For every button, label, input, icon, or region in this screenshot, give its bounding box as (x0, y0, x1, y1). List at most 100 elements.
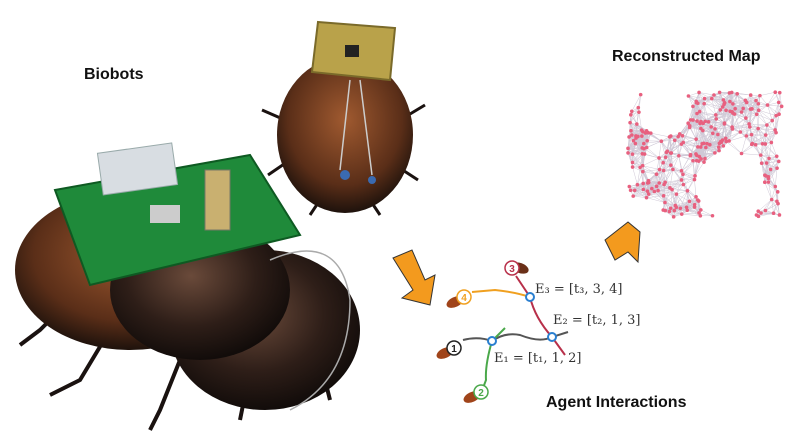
map-edge (711, 98, 721, 111)
map-edge (717, 123, 725, 135)
map-edge (700, 146, 720, 151)
map-edge (692, 103, 705, 107)
map-edge (658, 152, 671, 159)
map-node (721, 98, 726, 102)
map-edge (732, 111, 742, 130)
map-edge (643, 148, 660, 159)
map-node (668, 206, 673, 211)
map-node (709, 125, 714, 129)
map-node (678, 206, 683, 211)
map-node (716, 132, 720, 137)
map-node (629, 109, 634, 114)
map-edge (761, 162, 771, 170)
map-edge (711, 98, 717, 115)
map-node (754, 112, 759, 117)
biobots-label: Biobots (84, 66, 144, 83)
map-edge (703, 103, 716, 116)
map-node (709, 96, 714, 101)
map-edge (648, 180, 666, 183)
map-edge (665, 182, 684, 185)
map-edge (717, 128, 733, 135)
map-node (776, 201, 780, 206)
map-node (739, 151, 744, 156)
map-edge (768, 182, 772, 200)
map-edge (740, 128, 759, 133)
map-edge (636, 123, 647, 132)
map-edge (676, 193, 690, 202)
map-node (729, 90, 734, 95)
map-edge (634, 183, 644, 191)
map-edge (681, 160, 694, 171)
map-edge (658, 190, 677, 195)
map-edge (767, 104, 782, 107)
map-node (704, 145, 708, 150)
map-node (656, 188, 660, 193)
map-node (657, 181, 662, 185)
map-edge (756, 104, 768, 115)
map-node (694, 100, 699, 105)
map-node (657, 167, 662, 172)
map-edge (779, 92, 782, 107)
map-node (663, 200, 667, 205)
map-edge (706, 128, 716, 144)
map-edge (672, 169, 682, 181)
map-edge (681, 160, 697, 172)
map-node (685, 189, 690, 193)
map-edge (631, 131, 643, 136)
map-node (641, 169, 645, 174)
map-node (629, 113, 633, 117)
map-node (629, 128, 633, 133)
map-edge (725, 128, 733, 142)
map-edge (663, 155, 679, 163)
map-node (626, 151, 630, 155)
map-node (747, 122, 751, 126)
map-node (774, 154, 779, 159)
map-edge (674, 201, 690, 211)
map-edge (671, 184, 684, 190)
map-edge (719, 92, 721, 110)
map-edge (632, 143, 644, 155)
map-node (635, 182, 640, 187)
map-edge (732, 102, 747, 105)
agent-2: 2 (463, 384, 489, 403)
map-node (749, 132, 754, 137)
map-node (773, 184, 778, 189)
map-node (744, 116, 748, 120)
map-edge (761, 163, 766, 176)
map-edge (734, 114, 741, 133)
map-node (694, 137, 698, 141)
biobot-large-photo (15, 142, 360, 431)
map-node (702, 160, 706, 164)
map-node (630, 152, 635, 156)
map-node (712, 93, 716, 97)
map-node (728, 99, 732, 104)
map-node (668, 151, 673, 155)
map-edge (745, 95, 760, 101)
map-edge (663, 170, 671, 188)
map-edge (642, 157, 660, 166)
map-edge (699, 212, 713, 216)
map-edge (648, 169, 660, 181)
map-node (645, 138, 650, 143)
svg-text:3: 3 (509, 264, 515, 275)
map-edge (765, 120, 773, 136)
map-edge (741, 153, 761, 156)
map-node (731, 102, 735, 106)
map-node (694, 195, 698, 199)
map-edge (639, 167, 644, 184)
map-edge (679, 119, 694, 135)
map-node (721, 144, 726, 148)
map-node (750, 106, 754, 111)
map-node (672, 138, 677, 143)
map-node (671, 215, 676, 219)
map-node (706, 120, 711, 124)
map-edge (632, 166, 638, 185)
map-edge (670, 135, 684, 143)
map-node (769, 140, 774, 145)
map-node (646, 192, 651, 196)
map-edge (700, 143, 705, 159)
map-edge (728, 140, 742, 154)
map-edge (647, 190, 664, 197)
map-node (696, 145, 700, 149)
map-edge (631, 134, 643, 149)
